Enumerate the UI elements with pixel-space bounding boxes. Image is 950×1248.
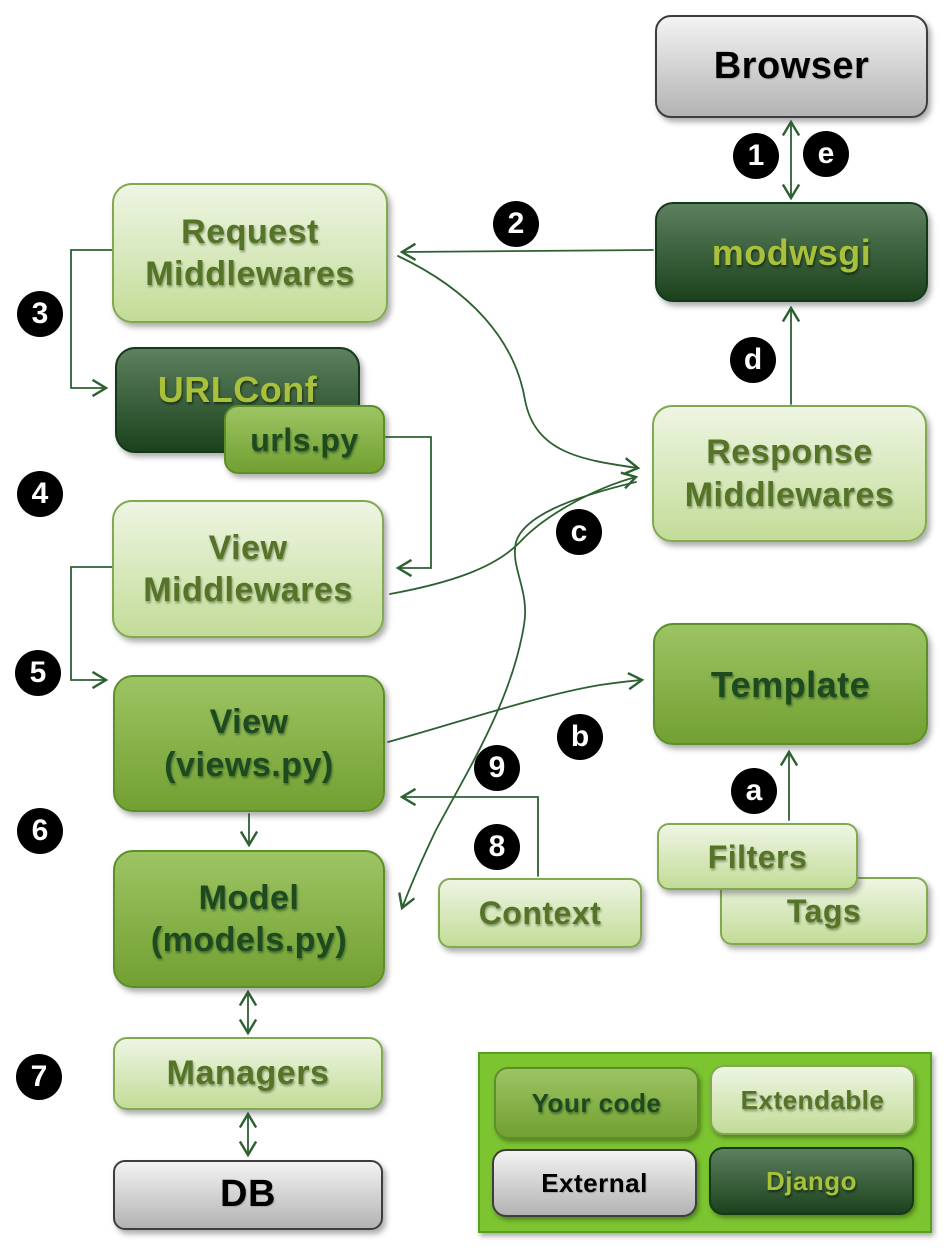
node-modwsgi: modwsgi — [655, 202, 928, 302]
node-db: DB — [113, 1160, 383, 1230]
step-d-badge: d — [730, 337, 776, 383]
node-browser: Browser — [655, 15, 928, 118]
step-d-label: d — [743, 343, 763, 376]
node-model: Model (models.py) — [113, 850, 385, 988]
step-2-label: 2 — [507, 207, 525, 240]
connector-modwsgi-to-request-middlewares — [399, 242, 654, 262]
curve-b-view-to-template — [387, 671, 645, 743]
node-view-line2: (views.py) — [164, 745, 334, 784]
step-b-label: b — [570, 720, 590, 753]
step-9-label: 9 — [488, 751, 506, 784]
node-tags-label: Tags — [786, 893, 862, 929]
step-e-badge: e — [803, 131, 849, 177]
step-3-label: 3 — [31, 297, 49, 330]
legend-item-extendable: Extendable — [710, 1065, 915, 1135]
legend: Your code Extendable External Django — [478, 1052, 932, 1233]
legend-django-label: Django — [765, 1165, 858, 1196]
node-filters: Filters — [657, 823, 858, 890]
node-model-line2: (models.py) — [150, 921, 348, 959]
curve-to-model — [398, 481, 637, 911]
step-5-badge: 5 — [15, 650, 61, 696]
step-8-label: 8 — [488, 830, 506, 863]
node-view-middlewares: View Middlewares — [112, 500, 384, 638]
step-c-label: c — [570, 515, 588, 548]
legend-extendable-label: Extendable — [740, 1084, 885, 1115]
node-template: Template — [653, 623, 928, 745]
node-urls-py-label: urls.py — [250, 421, 359, 458]
node-response-middlewares-line2: Middlewares — [684, 475, 895, 514]
legend-external-label: External — [541, 1167, 648, 1198]
step-c-badge: c — [556, 509, 602, 555]
connector-context-to-view — [399, 787, 539, 877]
step-7-label: 7 — [30, 1060, 48, 1093]
node-request-middlewares: Request Middlewares — [112, 183, 388, 323]
step-1-label: 1 — [747, 139, 765, 172]
step-a-label: a — [745, 774, 763, 807]
curve-c-to-response-middlewares — [389, 471, 639, 595]
step-3-badge: 3 — [17, 291, 63, 337]
legend-item-external: External — [492, 1149, 697, 1217]
node-filters-label: Filters — [707, 838, 808, 875]
node-context: Context — [438, 878, 642, 948]
node-view-middlewares-line1: View — [208, 528, 288, 567]
step-6-badge: 6 — [17, 808, 63, 854]
node-browser-label: Browser — [713, 44, 870, 87]
step-4-badge: 4 — [17, 471, 63, 517]
legend-your-code-label: Your code — [531, 1087, 662, 1118]
step-8-badge: 8 — [474, 824, 520, 870]
step-e-label: e — [817, 137, 835, 170]
connector-request-middlewares-to-urlconf — [70, 249, 114, 398]
node-urlconf-label: URLConf — [157, 368, 318, 410]
connector-urlspy-to-view-middlewares — [385, 436, 432, 578]
connector-view-middlewares-to-view — [70, 566, 114, 690]
step-1-badge: 1 — [733, 133, 779, 179]
legend-item-your-code: Your code — [494, 1067, 699, 1139]
node-template-label: Template — [710, 663, 871, 705]
curve-request-to-response-middlewares — [397, 255, 641, 476]
node-modwsgi-label: modwsgi — [711, 231, 872, 273]
step-7-badge: 7 — [16, 1054, 62, 1100]
node-urls-py: urls.py — [224, 405, 385, 474]
node-view-line1: View — [209, 703, 289, 741]
step-a-badge: a — [731, 768, 777, 814]
step-4-label: 4 — [31, 477, 49, 510]
step-2-badge: 2 — [493, 201, 539, 247]
step-6-label: 6 — [31, 814, 49, 847]
step-b-badge: b — [557, 714, 603, 760]
node-managers: Managers — [113, 1037, 383, 1110]
node-db-label: DB — [220, 1173, 276, 1216]
node-request-middlewares-line2: Middlewares — [145, 255, 355, 293]
node-response-middlewares-line1: Response — [706, 433, 873, 471]
node-model-line1: Model — [198, 878, 300, 917]
node-view: View (views.py) — [113, 675, 385, 812]
node-request-middlewares-line1: Request — [181, 212, 319, 251]
step-5-label: 5 — [29, 656, 47, 689]
node-context-label: Context — [478, 895, 602, 931]
node-managers-label: Managers — [166, 1054, 330, 1093]
node-response-middlewares: Response Middlewares — [652, 405, 927, 542]
legend-item-django: Django — [709, 1147, 914, 1215]
node-view-middlewares-line2: Middlewares — [143, 571, 353, 609]
step-9-badge: 9 — [474, 745, 520, 791]
